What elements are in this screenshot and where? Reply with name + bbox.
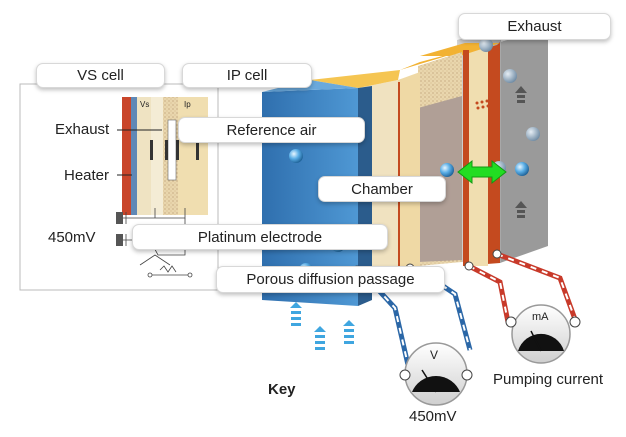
- inset-terminal-1: [147, 272, 153, 278]
- ammeter: [505, 304, 581, 364]
- inset-450mv-label: 450mV: [48, 229, 96, 246]
- inset-ref-layer: [151, 97, 163, 215]
- green-double-arrow: [457, 159, 507, 185]
- gray-block-side: [500, 28, 548, 263]
- ip-electrode-strip: [487, 42, 500, 264]
- inset-battery-1: [116, 212, 123, 224]
- gauge-450mv-label: 450mV: [409, 408, 457, 425]
- ip-layer: [468, 48, 488, 266]
- voltmeter-needle: [421, 369, 437, 393]
- blue-heater-top: [262, 80, 358, 92]
- oxygen-pump-arrow: [457, 159, 507, 185]
- orange-strip-top-1: [400, 50, 465, 70]
- inset-battery-2: [116, 234, 123, 246]
- molecule: [515, 162, 529, 176]
- ammeter-terminal: [569, 316, 581, 328]
- molecule: [526, 127, 540, 141]
- inset-chamber: [167, 119, 177, 181]
- inset-electrode-1: [150, 140, 153, 160]
- inset-panel: [19, 83, 219, 291]
- voltmeter: [399, 342, 473, 406]
- ip-cell-label: IP cell: [182, 63, 312, 88]
- molecule: [440, 163, 454, 177]
- inset-electrode-2: [165, 140, 168, 160]
- inflow-arrows: [290, 302, 355, 350]
- inset-exhaust-layer: [122, 97, 131, 215]
- voltmeter-unit: V: [430, 348, 439, 362]
- inset-terminal-2: [187, 272, 193, 278]
- wire-ip-red: [467, 263, 511, 323]
- voltmeter-dial: [412, 376, 460, 392]
- porous-diffusion-label: Porous diffusion passage: [216, 266, 445, 293]
- pumping-current-label: Pumping current: [493, 371, 604, 388]
- inset-electrode-3: [176, 140, 179, 160]
- ip-inner-electrode: [463, 50, 469, 266]
- inset-ip-layer: [178, 97, 208, 215]
- ammeter-needle: [530, 330, 542, 352]
- inset-vs-layer: [137, 97, 151, 215]
- reference-air-label: Reference air: [178, 117, 365, 143]
- vs-cell-label: VS cell: [36, 63, 165, 88]
- ammeter-dial: [518, 333, 564, 351]
- molecule: [503, 69, 517, 83]
- ammeter-unit: mA: [532, 311, 549, 323]
- voltmeter-terminal: [399, 369, 411, 381]
- inset-heater-label: Heater: [64, 167, 110, 184]
- inset-heater-layer: [131, 97, 137, 215]
- top-orange-face: [310, 70, 400, 88]
- inset-exhaust-label: Exhaust: [55, 121, 110, 138]
- chamber-label: Chamber: [318, 176, 446, 202]
- ip-indicator-dots: [475, 99, 490, 110]
- voltmeter-terminal: [461, 369, 473, 381]
- molecule: [479, 38, 493, 52]
- molecule: [289, 149, 303, 163]
- platinum-electrode-label: Platinum electrode: [132, 224, 388, 250]
- inset-electrode-4: [196, 140, 199, 160]
- ammeter-terminal: [505, 316, 517, 328]
- wire-ip-red-stripe: [468, 265, 509, 323]
- vs-layer: [398, 72, 420, 275]
- inset-vs-label: Vs: [140, 100, 150, 109]
- exhaust-label: Exhaust: [458, 13, 611, 40]
- inset-ip-label: Ip: [184, 100, 191, 109]
- wire-ip2-stripe: [496, 253, 577, 323]
- exhaust-arrows: [515, 86, 527, 218]
- key-label: Key: [268, 381, 296, 398]
